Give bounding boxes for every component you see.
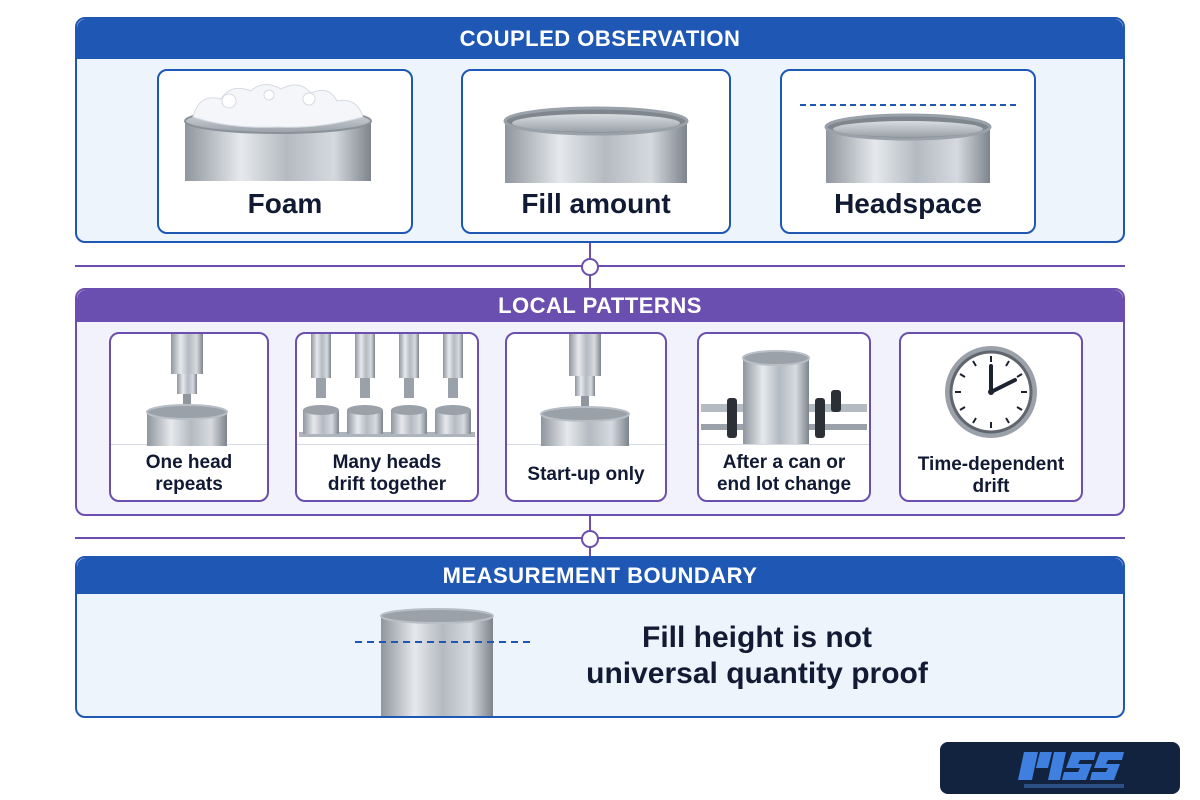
foam-label: Foam [247, 188, 323, 219]
can-fill-line-icon [355, 608, 531, 716]
pattern-card-start-up: Start-up only [505, 332, 667, 502]
pattern-card-many-heads: Many heads drift together [295, 332, 479, 502]
pattern-label-many-heads: Many heads drift together [327, 452, 447, 495]
fill-amount-label: Fill amount [521, 188, 671, 219]
single-nozzle-icon [111, 334, 267, 446]
headspace-can-icon [800, 104, 1018, 183]
headspace-label: Headspace [834, 188, 982, 219]
nozzle-start-icon [507, 334, 665, 446]
headspace-card: Headspace [780, 69, 1036, 234]
mss-logo-icon [1018, 752, 1124, 788]
connector-node-1 [581, 258, 599, 276]
can-conveyor-icon [699, 350, 869, 445]
pattern-card-can-change: After a can or end lot change [697, 332, 871, 502]
coupled-observation-panel: COUPLED OBSERVATION Foam Fill amount [75, 17, 1125, 243]
local-patterns-panel: LOCAL PATTERNS One head repeats [75, 288, 1125, 516]
measurement-boundary-title: MEASUREMENT BOUNDARY [77, 558, 1123, 594]
statement-line-1: Fill height is not [642, 621, 872, 654]
divider-line-2 [75, 537, 1125, 539]
pattern-label-time-drift: Time-dependent drift [917, 454, 1065, 497]
pattern-card-time-drift: Time-dependent drift [899, 332, 1083, 502]
pattern-label-start-up: Start-up only [527, 464, 645, 485]
foam-can-icon [184, 84, 372, 181]
mss-logo [940, 742, 1180, 794]
foam-card: Foam [157, 69, 413, 234]
fill-amount-card: Fill amount [461, 69, 731, 234]
open-can-icon [503, 106, 689, 183]
measurement-statement: Fill height is not universal quantity pr… [557, 620, 957, 692]
measurement-boundary-panel: MEASUREMENT BOUNDARY Fill height is not … [75, 556, 1125, 718]
divider-line-1 [75, 265, 1125, 267]
pattern-label-one-head: One head repeats [145, 452, 233, 495]
pattern-label-can-change: After a can or end lot change [716, 452, 852, 495]
local-patterns-title: LOCAL PATTERNS [77, 290, 1123, 322]
statement-line-2: universal quantity proof [586, 657, 928, 690]
multi-nozzle-icon [297, 334, 477, 445]
connector-node-2 [581, 530, 599, 548]
coupled-observation-title: COUPLED OBSERVATION [77, 19, 1123, 59]
pattern-card-one-head: One head repeats [109, 332, 269, 502]
clock-icon [945, 346, 1037, 438]
